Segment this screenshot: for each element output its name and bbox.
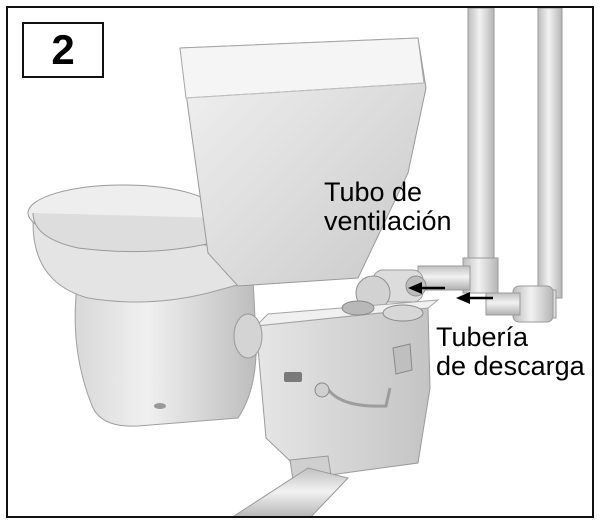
- arrow-left-icon: [456, 292, 470, 304]
- macerator-unit: [233, 299, 440, 516]
- step-number: 2: [51, 26, 75, 73]
- discharge-elbow: [355, 269, 427, 311]
- step-number-badge: 2: [22, 22, 104, 78]
- vent-pipes: [417, 8, 563, 323]
- vent-pipe-label-line1: Tubo de: [324, 177, 423, 207]
- flow-arrows: [408, 282, 493, 304]
- toilet-tank: [179, 37, 427, 287]
- illustration-frame: 2 Tubo de ventilación Tubería de descarg…: [6, 6, 594, 518]
- toilet-bowl: [27, 184, 264, 427]
- arrow-left-icon: [408, 282, 422, 294]
- discharge-pipe-label-line1: Tubería: [436, 322, 529, 352]
- toilet-macerator-illustration: [27, 8, 563, 516]
- vent-pipe-label-line2: ventilación: [324, 206, 452, 236]
- discharge-pipe-label: Tubería de descarga: [436, 323, 585, 381]
- discharge-pipe-label-line2: de descarga: [436, 351, 585, 381]
- vent-pipe-label: Tubo de ventilación: [324, 178, 452, 236]
